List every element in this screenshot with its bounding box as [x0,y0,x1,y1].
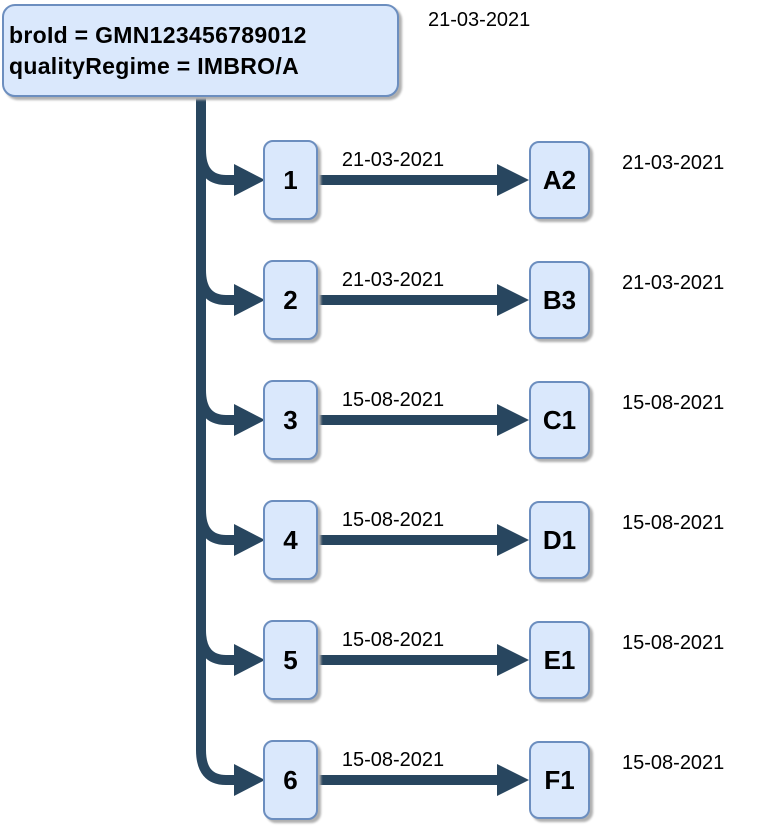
event-node-4: 4 [263,500,318,580]
version-date-label-3: 15-08-2021 [622,392,725,414]
branch-connector-2 [196,269,234,305]
edge-arrowhead-1 [497,164,529,196]
version-node-D1: D1 [529,501,590,579]
edge-date-label-4: 15-08-2021 [328,509,458,532]
event-node-3: 3 [263,380,318,460]
root-node: broId = GMN123456789012 qualityRegime = … [2,4,399,97]
branch-arrowhead-5 [234,644,265,676]
root-quality-regime: qualityRegime = IMBRO/A [9,52,299,79]
branch-connector-3 [196,389,234,425]
event-row-1: 1 21-03-2021 A2 21-03-2021 [0,140,762,220]
event-row-3: 3 15-08-2021 C1 15-08-2021 [0,380,762,460]
version-date-label-6: 15-08-2021 [622,752,725,774]
edge-date-label-1: 21-03-2021 [328,149,458,172]
event-row-4: 4 15-08-2021 D1 15-08-2021 [0,500,762,580]
branch-connector-5 [196,629,234,665]
version-node-B3: B3 [529,261,590,339]
edge-date-label-2: 21-03-2021 [328,269,458,292]
edge-date-label-5: 15-08-2021 [328,629,458,652]
event-node-5: 5 [263,620,318,700]
edge-arrowhead-4 [497,524,529,556]
branch-arrowhead-6 [234,764,265,796]
branch-connector-4 [196,509,234,545]
version-date-label-4: 15-08-2021 [622,512,725,534]
trunk-connector [196,95,234,785]
edge-arrowhead-6 [497,764,529,796]
version-node-E1: E1 [529,621,590,699]
branch-connector-1 [196,149,234,185]
version-node-C1: C1 [529,381,590,459]
version-node-F1: F1 [529,741,590,819]
root-date-label: 21-03-2021 [428,9,531,31]
branch-arrowhead-1 [234,164,265,196]
version-date-label-1: 21-03-2021 [622,152,725,174]
edge-date-label-6: 15-08-2021 [328,749,458,772]
event-node-6: 6 [263,740,318,820]
edge-arrowhead-2 [497,284,529,316]
event-row-2: 2 21-03-2021 B3 21-03-2021 [0,260,762,340]
branch-arrowhead-3 [234,404,265,436]
root-bro-id: broId = GMN123456789012 [9,21,307,48]
event-node-2: 2 [263,260,318,340]
branch-arrowhead-4 [234,524,265,556]
edge-date-label-3: 15-08-2021 [328,389,458,412]
version-date-label-2: 21-03-2021 [622,272,725,294]
edge-arrowhead-3 [497,404,529,436]
edge-arrowhead-5 [497,644,529,676]
event-row-5: 5 15-08-2021 E1 15-08-2021 [0,620,762,700]
event-node-1: 1 [263,140,318,220]
branch-arrowhead-2 [234,284,265,316]
version-node-A2: A2 [529,141,590,219]
event-row-6: 6 15-08-2021 F1 15-08-2021 [0,740,762,820]
version-date-label-5: 15-08-2021 [622,632,725,654]
